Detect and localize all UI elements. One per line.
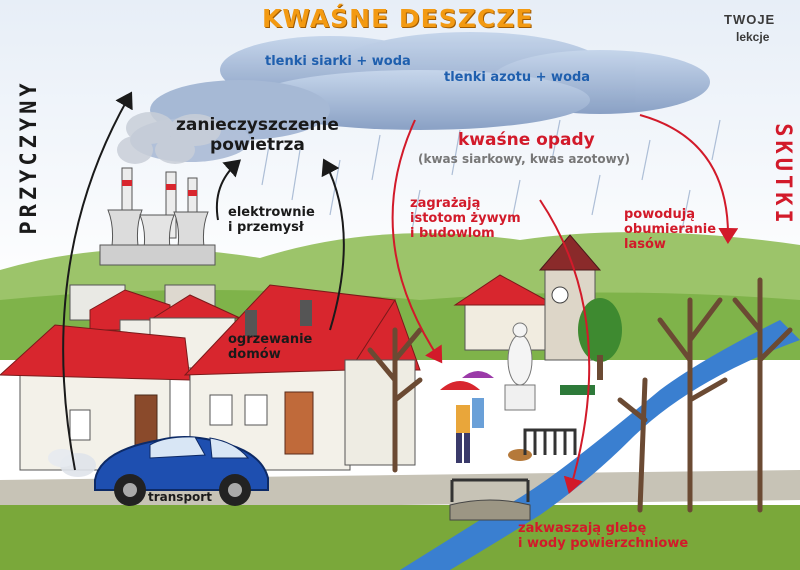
logo-line1: TWOJE: [724, 12, 776, 27]
cause-arrows: [62, 91, 345, 471]
dead-trees: [367, 277, 793, 513]
cloud-text-sulfur: tlenki siarki + woda: [265, 54, 411, 69]
fence: [523, 428, 577, 455]
arrow-forests: [639, 114, 739, 244]
car: [48, 436, 269, 506]
arrow-heating: [321, 158, 345, 331]
houses-left: [69, 284, 241, 369]
cloud-text-nitrogen: tlenki azotu + woda: [444, 70, 591, 85]
house-front-left: [0, 324, 191, 471]
effect-threat-living: zagrażają istotom żywym i budowlom: [410, 196, 521, 241]
causes-label: PRZYCZYNY: [17, 79, 42, 235]
house-front-center: [183, 284, 421, 471]
arrow-threat: [391, 119, 443, 364]
effect-acids: (kwas siarkowy, kwas azotowy): [418, 152, 631, 166]
power-plant: [99, 167, 216, 266]
arrow-soil: [539, 199, 591, 494]
river: [400, 320, 800, 570]
rain: [261, 119, 721, 231]
effects-label: SKUTKI: [770, 123, 795, 227]
effect-forest-dieback: powodują obumieranie lasów: [624, 207, 717, 252]
cause-transport: transport: [148, 490, 212, 504]
cause-air-pollution: zanieczyszczenie powietrza: [176, 115, 339, 155]
page-title: KWAŚNE DESZCZE: [262, 4, 534, 33]
cause-home-heating: ogrzewanie domów: [228, 332, 313, 362]
statue: [504, 322, 536, 411]
bridge: [449, 478, 531, 521]
cause-power-plants: elektrownie i przemysł: [228, 205, 315, 235]
effect-soil-acidification: zakwaszają glebę i wody powierzchniowe: [518, 521, 689, 551]
people: [440, 371, 532, 463]
smoke: [117, 112, 221, 164]
effect-acid-rain: kwaśne opady: [458, 130, 595, 150]
logo-line2: lekcje: [736, 30, 770, 44]
arrow-transport: [62, 91, 133, 471]
arrow-power-plants: [215, 159, 241, 221]
twoje-lekcje-logo: TWOJE lekcje: [718, 8, 792, 56]
effect-arrows: [391, 114, 739, 494]
bench: [560, 385, 595, 395]
